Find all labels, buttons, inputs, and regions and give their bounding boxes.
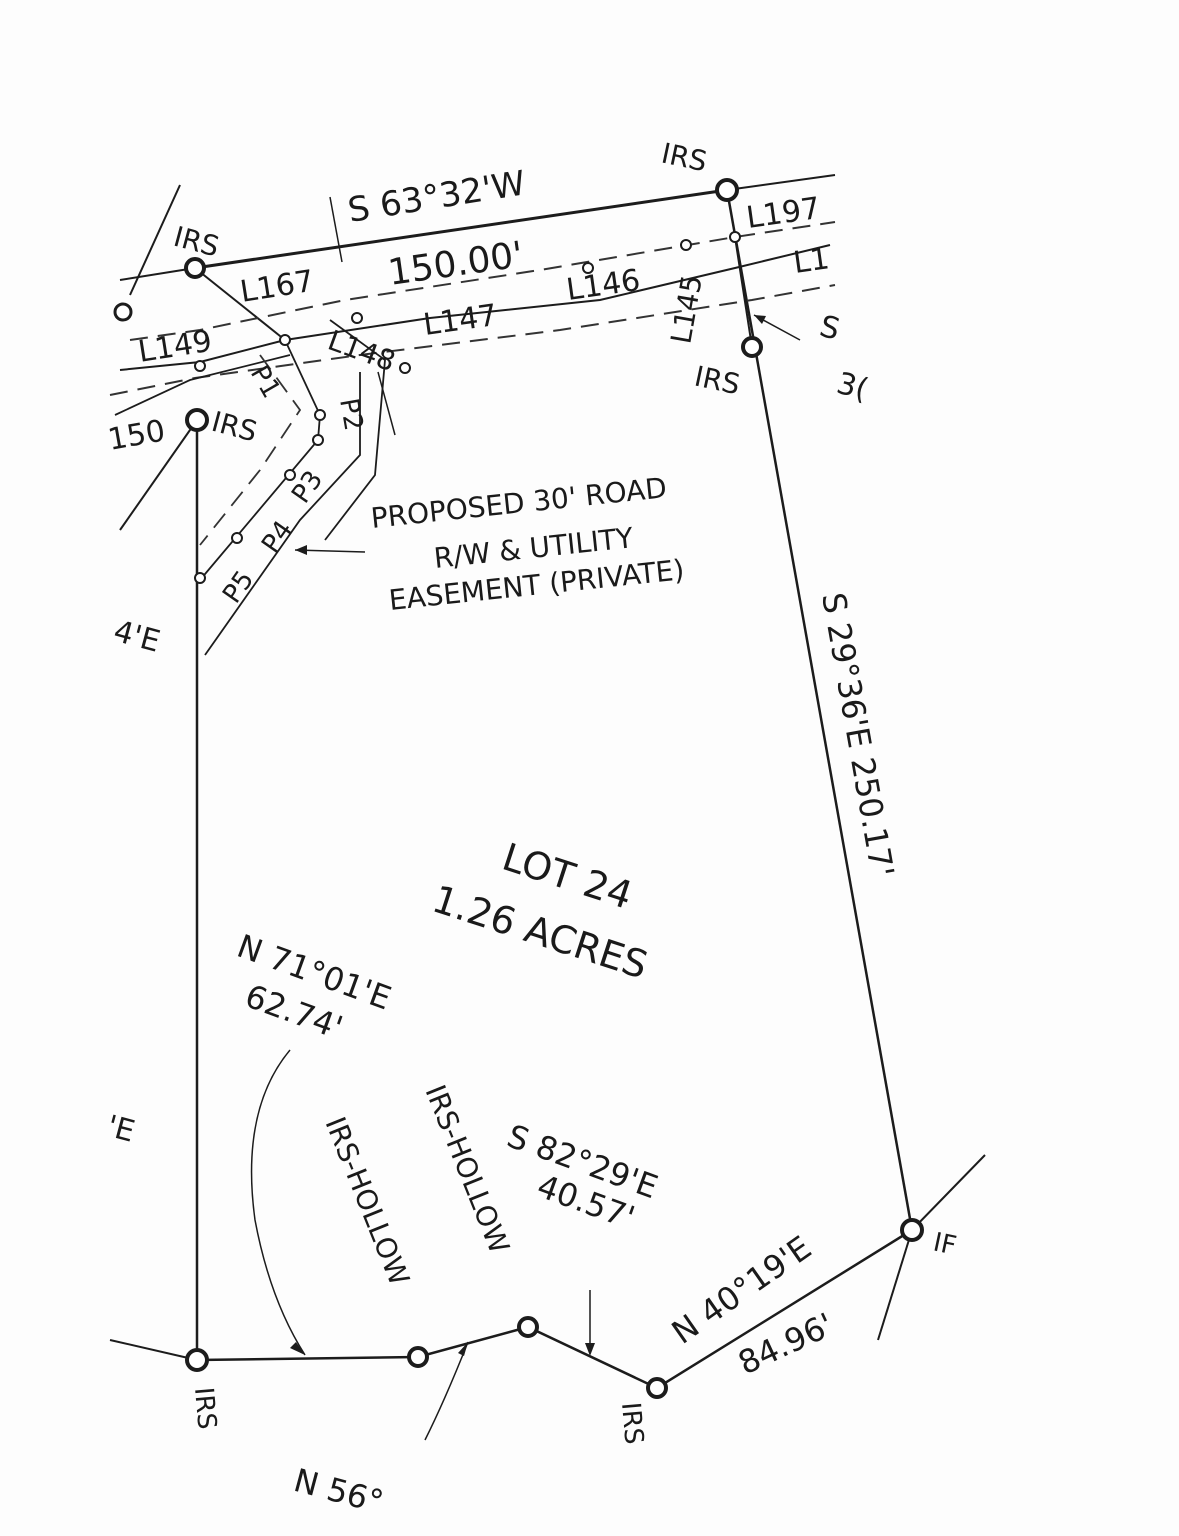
corner-markers xyxy=(113,178,924,1399)
irs-marker-s xyxy=(646,1377,668,1399)
adjacent-nw-line xyxy=(119,419,198,531)
adjacent-lines xyxy=(109,174,986,1361)
irs-marker-e xyxy=(741,336,763,358)
easement-curve-outer2 xyxy=(324,319,386,541)
adjacent-sw-line xyxy=(109,1339,198,1361)
l167-label: L167 xyxy=(238,264,317,310)
point-l148-end xyxy=(399,362,411,374)
point-l147-end xyxy=(582,262,594,274)
bottom-mid-leader-head xyxy=(458,1342,468,1356)
adjacent-north-line xyxy=(726,174,836,191)
p5-label: P5 xyxy=(217,565,260,609)
s-partial-label: S xyxy=(816,309,843,348)
easement-curve-mid xyxy=(199,354,302,546)
easement-leader-head xyxy=(295,545,307,555)
top-distance-label: 150.00' xyxy=(386,234,526,294)
easement-north-edge xyxy=(129,221,836,341)
l145-segment xyxy=(734,236,753,348)
point-p5 xyxy=(194,572,206,584)
adjacent-diagonal xyxy=(129,184,181,296)
top-bearing-label: S 63°32'W xyxy=(345,163,528,230)
easement-curve-outer xyxy=(204,372,361,656)
irs-marker-w xyxy=(185,408,209,432)
point-p2a xyxy=(314,409,326,421)
irs-hollow-label-1: IRS-HOLLOW xyxy=(319,1112,417,1290)
east-bearing-label: S 29°36'E 250.17' xyxy=(814,590,901,880)
irs-hollow-marker-1 xyxy=(407,1346,429,1368)
east-leader-head xyxy=(754,315,766,324)
point-p3 xyxy=(284,469,296,481)
easement-curve-inner xyxy=(199,339,321,581)
top-bearing-tick xyxy=(329,196,343,263)
adjacent-west-line xyxy=(119,267,196,281)
bottom-left-leader xyxy=(250,1049,306,1356)
irs-hollow-label-2: IRS-HOLLOW xyxy=(419,1080,517,1258)
bottom-partial-label: N 56° xyxy=(290,1461,388,1521)
easement-points xyxy=(194,231,741,584)
point-p1 xyxy=(279,334,291,346)
l167-segment xyxy=(194,267,286,341)
point-l149 xyxy=(194,360,206,372)
irs-label-ne: IRS xyxy=(659,137,710,179)
irs-label-e: IRS xyxy=(692,360,743,402)
corner-partial-label: IF xyxy=(931,1228,959,1262)
irs-label-s: IRS xyxy=(615,1401,649,1446)
point-l146-end xyxy=(680,239,692,251)
p2-label: P2 xyxy=(333,396,368,433)
point-p4 xyxy=(231,532,243,544)
marker-offpage-west xyxy=(113,302,133,322)
bottom-left-leader-head xyxy=(290,1342,305,1355)
l150-label: 150 xyxy=(105,413,167,457)
irs-marker-se xyxy=(900,1218,924,1242)
irs-label-nw: IRS xyxy=(170,220,222,264)
l1-label: L1 xyxy=(791,241,831,281)
left-bearing-partial2: 'E xyxy=(103,1109,138,1150)
point-l197 xyxy=(729,231,741,243)
l197-label: L197 xyxy=(744,191,822,236)
left-bearing-partial: 4'E xyxy=(110,614,164,660)
bottom-right-distance: 84.96' xyxy=(732,1305,839,1382)
p4-label: P4 xyxy=(256,515,299,559)
irs-marker-sw xyxy=(185,1348,209,1372)
l146-label: L146 xyxy=(564,263,642,308)
l148-label: L148 xyxy=(324,324,400,379)
l148-leader xyxy=(377,371,396,436)
adjacent-se-line xyxy=(877,1229,913,1341)
easement-west-line xyxy=(114,354,291,416)
point-p2b xyxy=(312,434,324,446)
bottom-mid-leader xyxy=(424,1341,469,1441)
easement-south-edge xyxy=(109,284,836,396)
point-l148-start xyxy=(351,312,363,324)
leader-arrows xyxy=(250,196,801,1441)
num-partial-label: 3( xyxy=(833,366,872,408)
irs-marker-nw xyxy=(184,257,206,279)
survey-labels: S 63°32'W 150.00' IRS IRS IRS IRS L197 L… xyxy=(103,137,959,1522)
bottom-right-leader-head xyxy=(585,1343,595,1356)
irs-hollow-marker-2 xyxy=(517,1316,539,1338)
l147-label: L147 xyxy=(421,298,499,343)
irs-marker-ne xyxy=(715,178,739,202)
east-boundary-line xyxy=(725,189,914,1231)
irs-label-w: IRS xyxy=(208,405,260,449)
adjacent-east-line xyxy=(911,1154,986,1231)
irs-label-sw: IRS xyxy=(188,1386,222,1431)
north-boundary-line xyxy=(194,188,728,270)
